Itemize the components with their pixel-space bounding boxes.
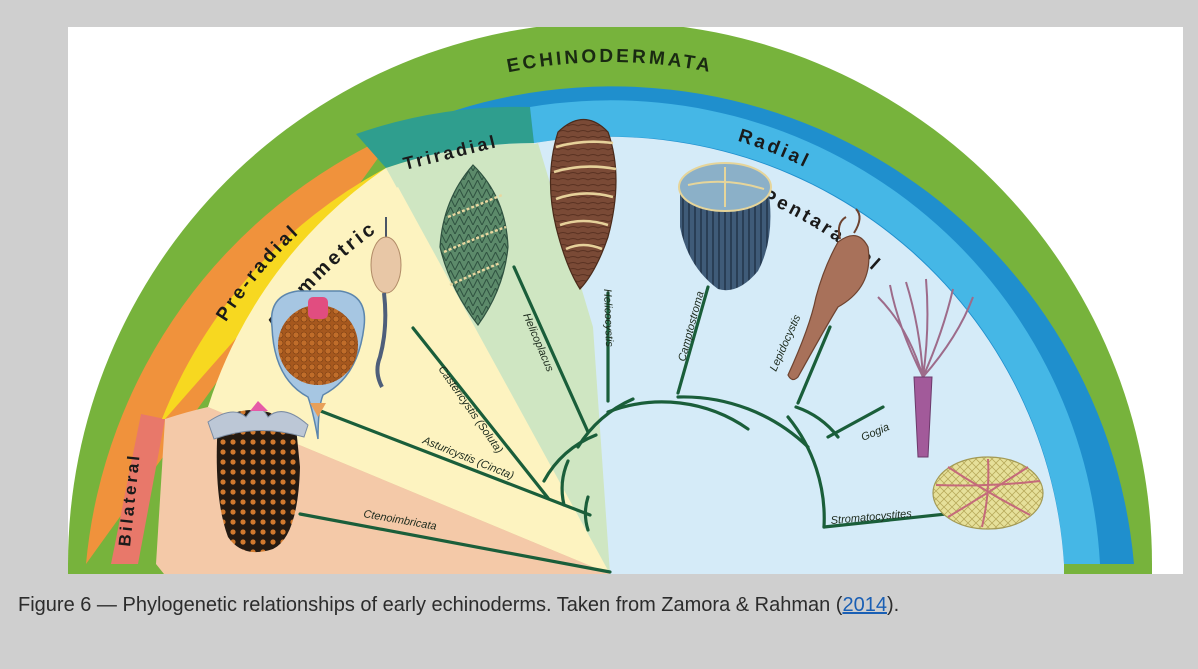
stromatocystites-illustration	[933, 457, 1043, 529]
caption-end: ).	[887, 594, 899, 616]
citation-link[interactable]: 2014	[842, 594, 887, 616]
phylogeny-diagram: ECHINODERMATA Pre-radial Asymmetric Radi…	[68, 27, 1183, 574]
figure-caption: Figure 6 — Phylogenetic relationships of…	[18, 590, 1183, 620]
figure-panel: ECHINODERMATA Pre-radial Asymmetric Radi…	[68, 27, 1183, 574]
taxon-helicocystis: Helicocystis	[601, 289, 615, 348]
caption-text: Figure 6 — Phylogenetic relationships of…	[18, 594, 842, 616]
